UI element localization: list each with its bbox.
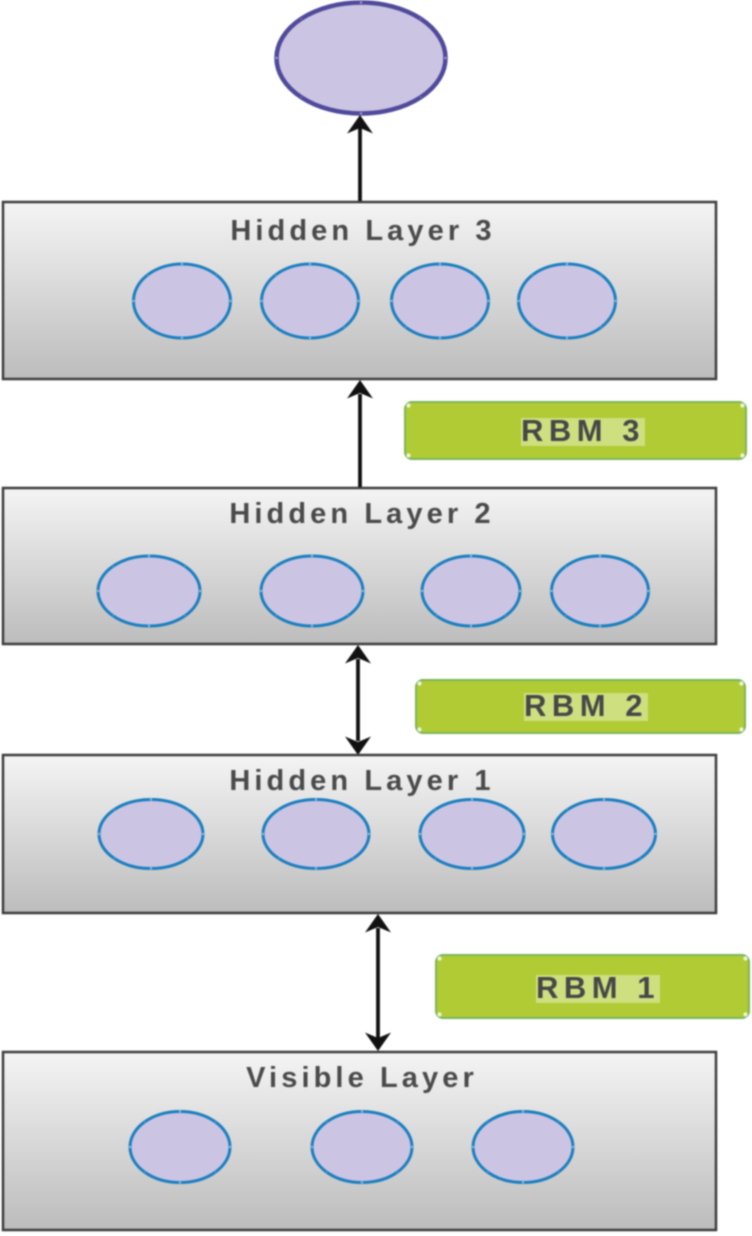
svg-text:Hidden Layer 1: Hidden Layer 1	[229, 765, 494, 797]
svg-text:Hidden Layer 3: Hidden Layer 3	[230, 215, 495, 247]
svg-text:RBM 2: RBM 2	[524, 688, 648, 723]
svg-text:RBM 1: RBM 1	[536, 970, 660, 1005]
svg-text:RBM 3: RBM 3	[521, 413, 645, 448]
svg-text:Hidden Layer 2: Hidden Layer 2	[229, 498, 494, 530]
svg-text:Visible Layer: Visible Layer	[246, 1062, 478, 1094]
